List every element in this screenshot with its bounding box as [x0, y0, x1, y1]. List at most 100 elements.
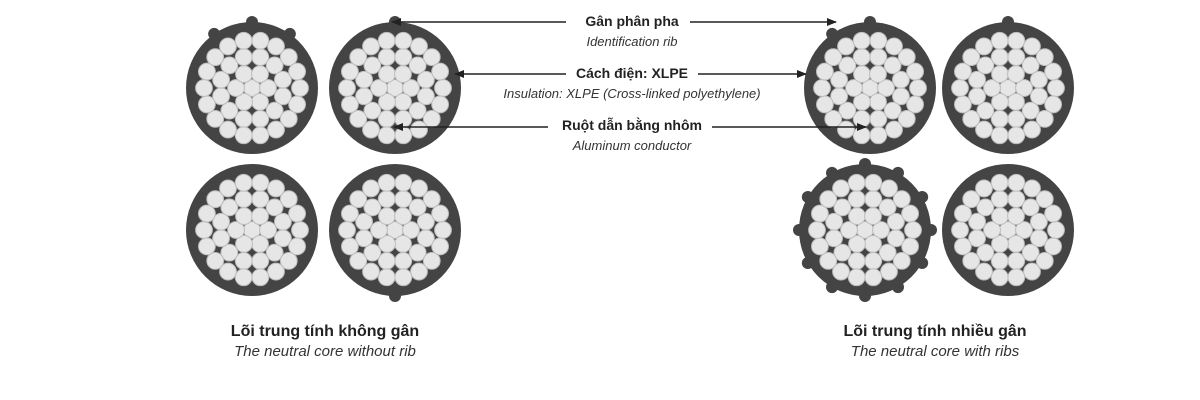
- aluminum-strand: [1007, 234, 1025, 253]
- aluminum-strand: [219, 37, 237, 56]
- aluminum-strand: [864, 234, 882, 253]
- aluminum-strand: [953, 204, 972, 223]
- aluminum-strand: [220, 101, 239, 120]
- aluminum-strand: [377, 268, 396, 287]
- aluminum-strand: [824, 48, 843, 67]
- aluminum-strand: [251, 110, 270, 128]
- aluminum-strand: [394, 173, 413, 192]
- aluminum-strand: [251, 252, 270, 270]
- aluminum-strand: [815, 95, 834, 114]
- aluminum-strand: [340, 237, 359, 256]
- aluminum-strand: [1035, 109, 1054, 128]
- aluminum-strand: [279, 109, 298, 128]
- aluminum-strand: [377, 126, 396, 145]
- aluminum-strand: [1030, 212, 1048, 231]
- aluminum-strand: [378, 65, 396, 84]
- aluminum-strand: [1007, 110, 1026, 128]
- aluminum-strand: [422, 190, 441, 209]
- aluminum-strand: [962, 190, 981, 209]
- aluminum-strand: [976, 243, 995, 262]
- aluminum-strand: [852, 126, 871, 145]
- aluminum-strand: [813, 79, 831, 97]
- aluminum-strand: [810, 204, 829, 223]
- aluminum-strand: [990, 48, 1009, 66]
- aluminum-strand: [422, 251, 441, 270]
- aluminum-strand: [274, 70, 292, 89]
- aluminum-strand: [909, 79, 927, 97]
- aluminum-strand: [901, 237, 920, 256]
- aluminum-strand: [362, 179, 380, 198]
- aluminum-strand: [1023, 262, 1041, 281]
- aluminum-strand: [976, 101, 995, 120]
- aluminum-strand: [197, 237, 216, 256]
- aluminum-strand: [1007, 92, 1025, 111]
- aluminum-strand: [267, 120, 285, 139]
- aluminum-strand: [402, 79, 420, 97]
- aluminum-strand: [195, 221, 213, 239]
- aluminum-strand: [892, 251, 911, 270]
- aluminum-strand: [417, 212, 435, 231]
- aluminum-strand: [869, 110, 888, 128]
- aluminum-strand: [975, 120, 993, 139]
- aluminum-strand: [434, 221, 452, 239]
- aluminum-strand: [227, 221, 245, 239]
- aluminum-strand: [410, 179, 428, 198]
- aluminum-strand: [234, 190, 253, 208]
- aluminum-strand: [394, 252, 413, 270]
- aluminum-strand: [953, 62, 972, 81]
- aluminum-strand: [1023, 120, 1041, 139]
- aluminum-strand: [864, 252, 883, 270]
- aluminum-strand: [288, 62, 307, 81]
- aluminum-strand: [197, 95, 216, 114]
- aluminum-strand: [906, 62, 925, 81]
- aluminum-strand: [206, 190, 225, 209]
- leader-arrows: [391, 18, 867, 131]
- aluminum-strand: [1023, 179, 1041, 198]
- aluminum-strand: [976, 56, 995, 75]
- aluminum-strand: [990, 173, 1009, 192]
- aluminum-strand: [274, 212, 292, 231]
- aluminum-strand: [869, 126, 888, 145]
- aluminum-strand: [1007, 31, 1026, 50]
- aluminum-strand: [377, 173, 396, 192]
- aluminum-strand: [990, 268, 1009, 287]
- aluminum-strand: [363, 101, 382, 120]
- aluminum-strand: [279, 48, 298, 67]
- aluminum-strand: [1044, 237, 1063, 256]
- cables-group: [186, 16, 1074, 302]
- aluminum-strand: [251, 31, 270, 50]
- aluminum-strand: [410, 37, 428, 56]
- aluminum-strand: [197, 204, 216, 223]
- aluminum-strand: [975, 262, 993, 281]
- cable-phase-6: [942, 164, 1074, 296]
- aluminum-strand: [852, 48, 871, 66]
- label-insulation-en: Insulation: XLPE (Cross-linked polyethyl…: [503, 86, 760, 101]
- aluminum-strand: [259, 221, 277, 239]
- aluminum-strand: [251, 173, 270, 192]
- aluminum-strand: [220, 56, 239, 75]
- aluminum-strand: [408, 56, 427, 75]
- aluminum-strand: [906, 95, 925, 114]
- aluminum-strand: [975, 37, 993, 56]
- aluminum-strand: [251, 207, 269, 226]
- aluminum-strand: [402, 221, 420, 239]
- aluminum-strand: [370, 221, 388, 239]
- aluminum-strand: [892, 190, 911, 209]
- aluminum-strand: [976, 198, 995, 217]
- aluminum-strand: [234, 48, 253, 66]
- aluminum-strand: [832, 179, 850, 198]
- aluminum-strand: [431, 237, 450, 256]
- aluminum-strand: [349, 48, 368, 67]
- aluminum-strand: [279, 190, 298, 209]
- aluminum-strand: [431, 62, 450, 81]
- aluminum-strand: [837, 120, 855, 139]
- aluminum-strand: [340, 204, 359, 223]
- aluminum-strand: [377, 190, 396, 208]
- aluminum-strand: [1021, 101, 1040, 120]
- aluminum-strand: [1021, 198, 1040, 217]
- aluminum-strand: [830, 70, 848, 89]
- aluminum-strand: [267, 262, 285, 281]
- aluminum-strand: [837, 37, 855, 56]
- aluminum-strand: [234, 31, 253, 50]
